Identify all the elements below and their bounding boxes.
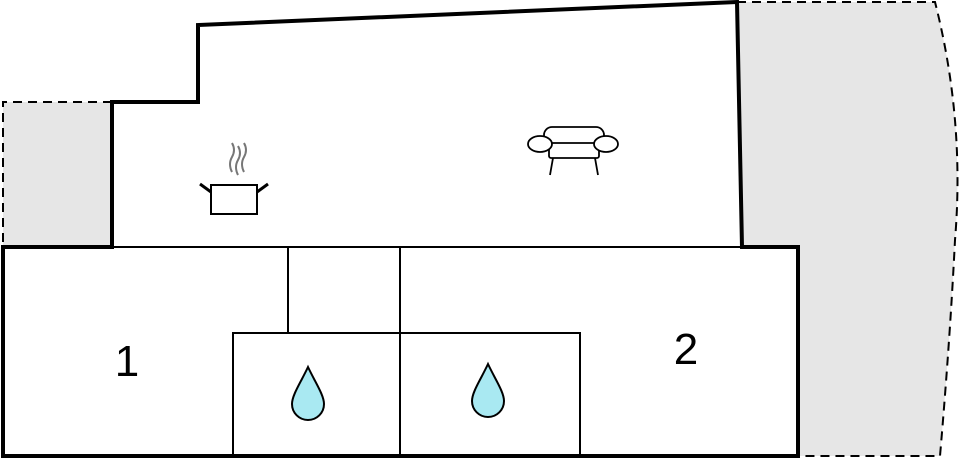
room-label-2: 2 [674,325,698,374]
sofa-icon [527,126,619,176]
room-label-1: 1 [115,337,139,386]
terrace-left [3,102,112,247]
terrace-right [737,2,958,456]
terrace-left-outline [2,101,112,247]
water-drop-icon [470,361,506,418]
water-drop-icon [290,364,326,421]
bathroom-block [232,332,581,457]
terrace-right-outline [737,0,959,457]
kitchen-pot-icon [199,142,269,215]
